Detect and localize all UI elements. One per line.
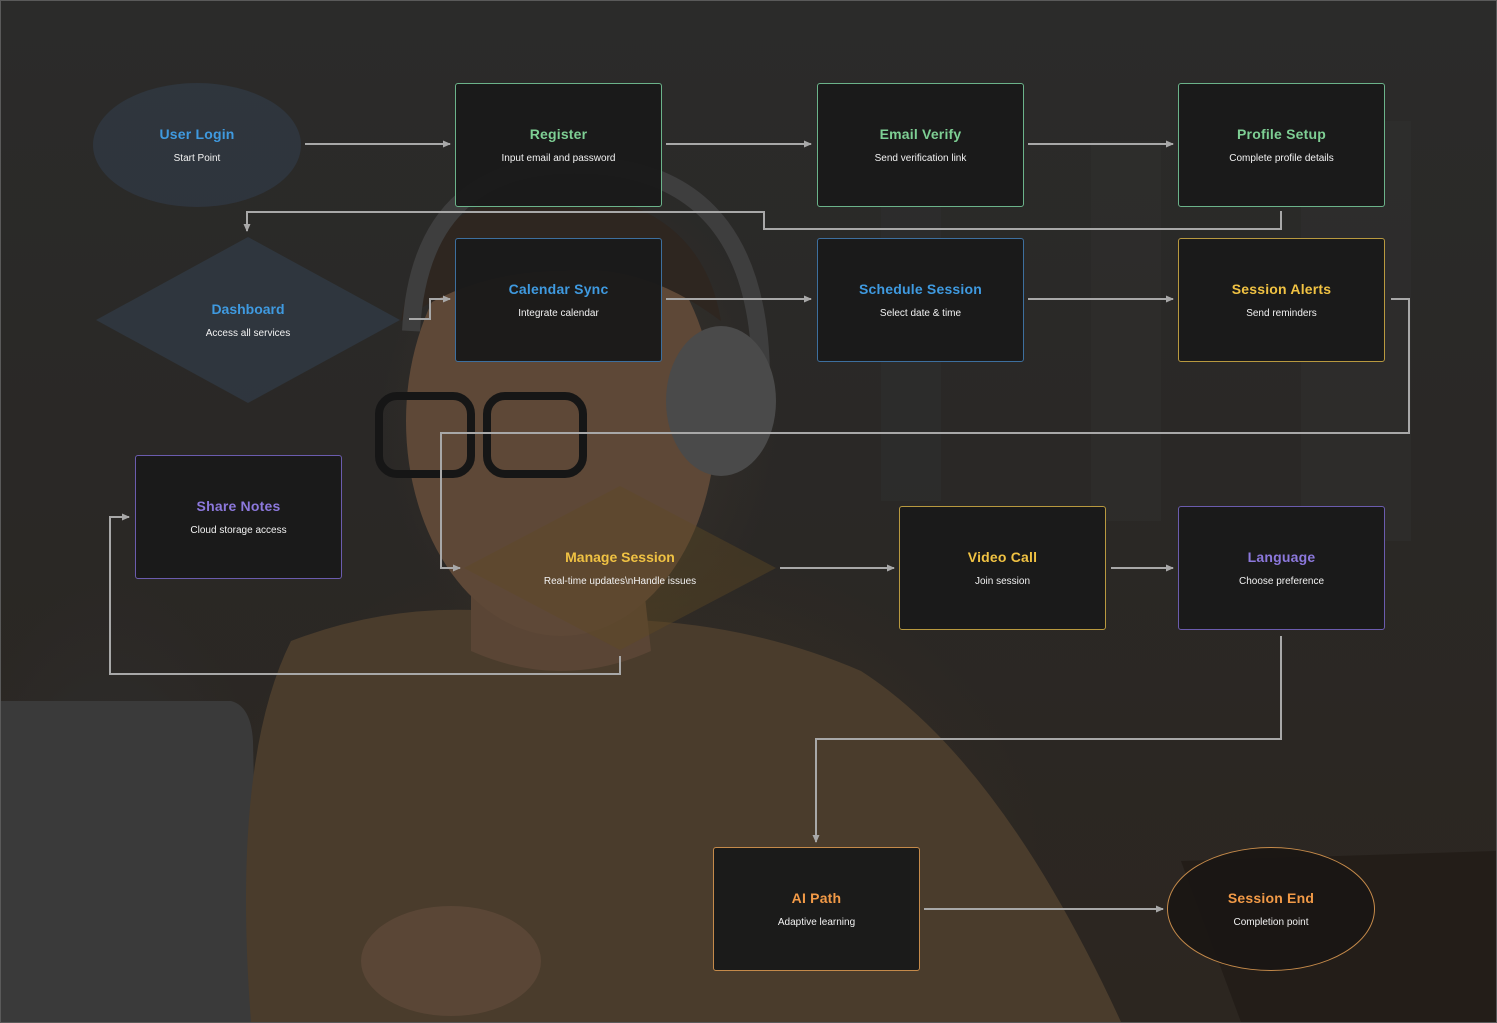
node-title: User Login: [159, 125, 235, 142]
node-ai-path[interactable]: AI Path Adaptive learning: [713, 847, 920, 971]
node-profile-setup[interactable]: Profile Setup Complete profile details: [1178, 83, 1385, 207]
node-desc: Choose preference: [1238, 575, 1325, 587]
node-dashboard[interactable]: Dashboard Access all services: [96, 237, 400, 403]
node-video-call[interactable]: Video Call Join session: [899, 506, 1106, 630]
node-desc: Join session: [974, 575, 1031, 587]
node-desc: Real-time updates\nHandle issues: [543, 575, 697, 587]
node-desc: Complete profile details: [1229, 152, 1334, 164]
node-register[interactable]: Register Input email and password: [455, 83, 662, 207]
node-desc: Adaptive learning: [777, 916, 856, 928]
node-title: Email Verify: [879, 125, 962, 142]
node-desc: Cloud storage access: [190, 524, 287, 536]
node-email-verify[interactable]: Email Verify Send verification link: [817, 83, 1024, 207]
node-language[interactable]: Language Choose preference: [1178, 506, 1385, 630]
node-title: Share Notes: [196, 497, 281, 514]
decision-diamond-shape: [96, 237, 400, 403]
node-desc: Send verification link: [874, 152, 967, 164]
node-desc: Send reminders: [1246, 307, 1317, 319]
edge-dashboard-calendar: [409, 295, 451, 320]
node-title: Profile Setup: [1237, 125, 1326, 142]
node-desc: Access all services: [205, 327, 291, 339]
node-desc: Start Point: [173, 152, 221, 164]
node-title: Video Call: [967, 548, 1038, 565]
node-session-end[interactable]: Session End Completion point: [1167, 847, 1375, 971]
node-title: Calendar Sync: [508, 280, 609, 297]
node-title: Register: [529, 125, 588, 142]
edge-language-aipath: [812, 636, 1282, 843]
node-title: Dashboard: [211, 300, 285, 317]
node-desc: Integrate calendar: [518, 307, 599, 319]
node-desc: Completion point: [1233, 916, 1309, 928]
node-schedule-session[interactable]: Schedule Session Select date & time: [817, 238, 1024, 362]
node-title: AI Path: [791, 889, 842, 906]
edge-profile-dashboard: [243, 211, 1282, 232]
node-user-login[interactable]: User Login Start Point: [93, 83, 301, 207]
node-title: Session End: [1227, 889, 1315, 906]
node-session-alerts[interactable]: Session Alerts Send reminders: [1178, 238, 1385, 362]
node-desc: Select date & time: [879, 307, 962, 319]
node-share-notes[interactable]: Share Notes Cloud storage access: [135, 455, 342, 579]
node-desc: Input email and password: [501, 152, 616, 164]
node-title: Session Alerts: [1231, 280, 1332, 297]
edge-alerts-manage: [440, 298, 1410, 572]
node-calendar-sync[interactable]: Calendar Sync Integrate calendar: [455, 238, 662, 362]
node-title: Language: [1247, 548, 1316, 565]
node-manage-session[interactable]: Manage Session Real-time updates\nHandle…: [464, 486, 776, 650]
decision-diamond-shape: [464, 486, 776, 650]
node-title: Manage Session: [565, 548, 675, 565]
edge-manage-notes: [109, 513, 621, 675]
node-title: Schedule Session: [858, 280, 983, 297]
